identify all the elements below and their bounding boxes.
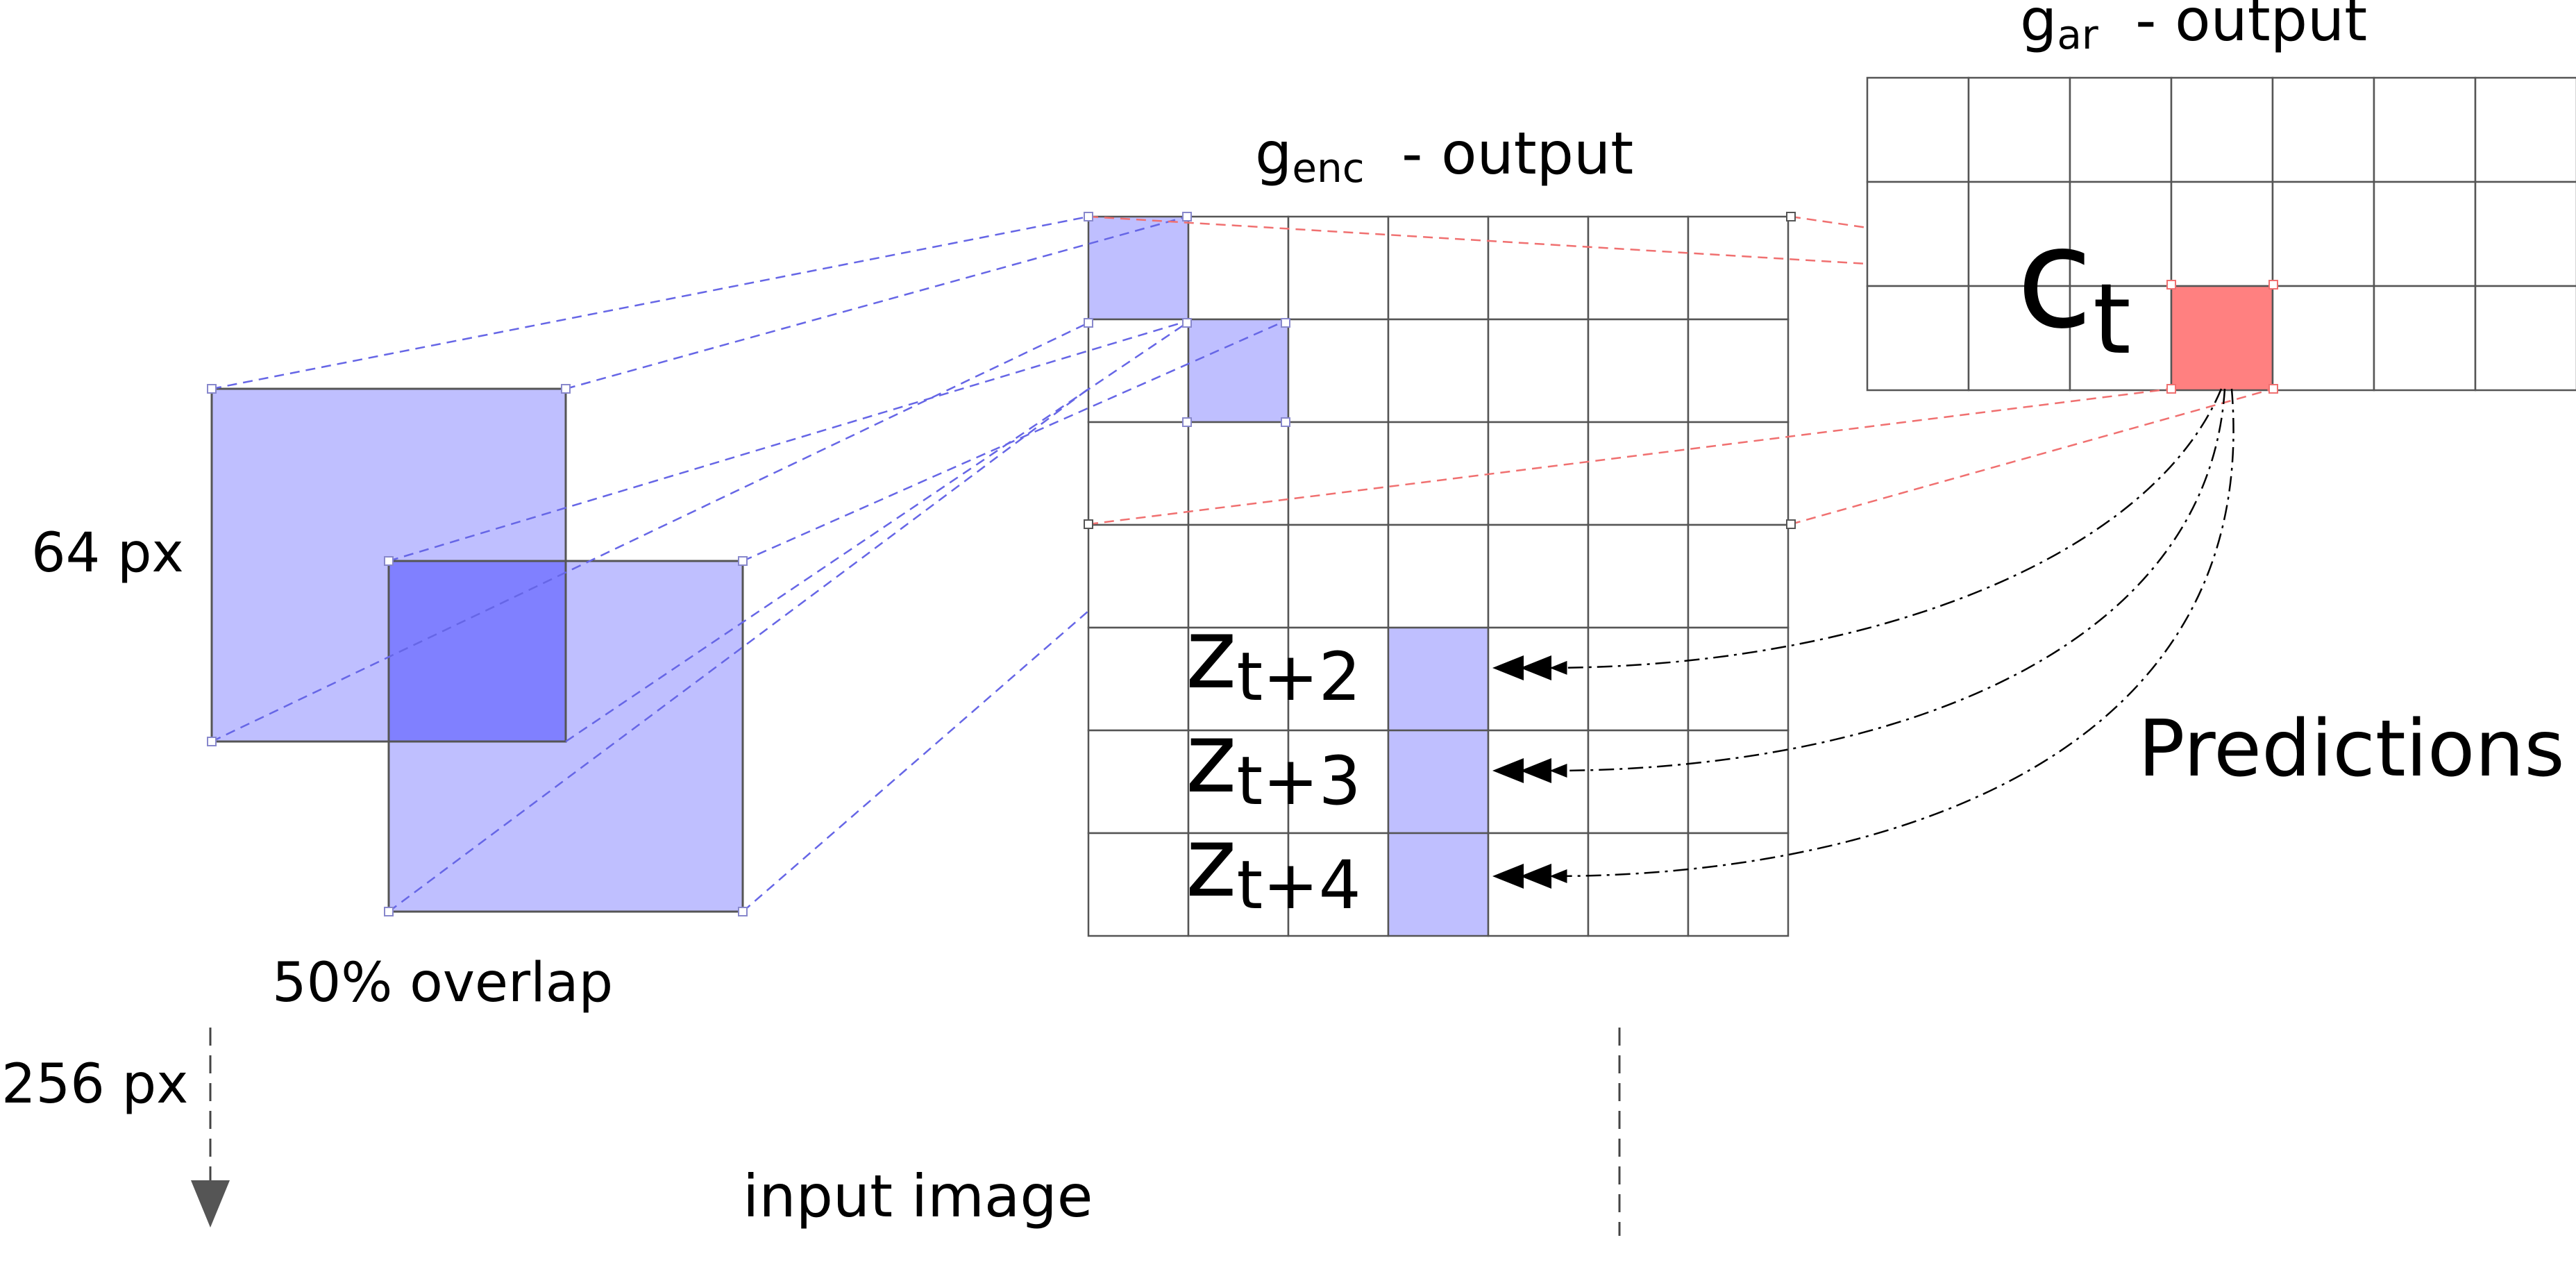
grid-cell: [1187, 729, 1290, 835]
grid-cell: [1187, 421, 1290, 526]
grid-cell: [1866, 181, 1970, 287]
grid-cell: [2069, 181, 2173, 287]
predictions-label: Predictions: [2138, 704, 2565, 794]
grid-cell: [1287, 832, 1390, 937]
grid-cell: [1187, 832, 1290, 937]
grid-cell: [1687, 832, 1790, 937]
encoder-output-grid: [1087, 215, 1790, 937]
grid-cell: [1287, 523, 1390, 629]
grid-cell: [1487, 318, 1590, 424]
image-extent-guides: [209, 1028, 1621, 1236]
grid-cell: [1087, 729, 1190, 835]
grid-cell: [2373, 181, 2477, 287]
latent-z-t4: zt+4: [1186, 806, 1361, 924]
grid-cell: [1687, 318, 1790, 424]
grid-cell: [1967, 76, 2071, 183]
context-receptive-lines: [1088, 215, 2274, 526]
corner-handles: [207, 212, 1290, 916]
input-image-label: input image: [743, 1162, 1093, 1230]
prediction-arrowheads: [1492, 655, 1551, 889]
grid-cell: [1967, 285, 2071, 392]
grid-cell: [1487, 215, 1590, 321]
grid-cell: [1187, 318, 1290, 424]
grid-cell: [1087, 421, 1190, 526]
grid-cell: [2170, 76, 2274, 183]
prediction-arrows: [1549, 388, 2234, 883]
encoder-title: genc - output: [1255, 119, 1633, 192]
grid-cell: [2474, 181, 2576, 287]
grid-cell: [2271, 181, 2375, 287]
ar-output-grid: [1866, 76, 2576, 392]
grid-cell: [2069, 76, 2173, 183]
ar-title: gar - output: [2020, 0, 2367, 58]
grid-cell: [2271, 76, 2375, 183]
grid-cell: [1487, 523, 1590, 629]
grid-cell: [1587, 523, 1690, 629]
grid-cell: [1866, 285, 1970, 392]
image-size-label: 256 px: [1, 1053, 188, 1116]
grid-cell: [1687, 729, 1790, 835]
grid-cell: [1087, 832, 1190, 937]
grid-cell: [1187, 523, 1290, 629]
input-patches: [210, 387, 744, 913]
grid-cell: [1487, 832, 1590, 937]
grid-cell: [2069, 285, 2173, 392]
grid-cell: [1287, 318, 1390, 424]
grid-cell: [1587, 626, 1690, 732]
grid-cell: [1287, 421, 1390, 526]
grid-cell: [2373, 285, 2477, 392]
grid-cell: [1387, 626, 1490, 732]
grid-cell: [1687, 626, 1790, 732]
grid-cell: [1387, 318, 1490, 424]
down-arrow-icon: [191, 1180, 230, 1228]
patch-overlap: [387, 560, 567, 743]
grid-cell: [2474, 76, 2576, 183]
overlap-label: 50% overlap: [272, 952, 613, 1014]
grid-cell: [1487, 729, 1590, 835]
grid-cell: [1287, 729, 1390, 835]
grid-cell: [1387, 215, 1490, 321]
grid-cell: [1387, 832, 1490, 937]
grid-cell: [1687, 523, 1790, 629]
grid-cell: [2170, 181, 2274, 287]
grid-cell: [1587, 318, 1690, 424]
grid-cell: [1587, 215, 1690, 321]
grid-cell: [1187, 215, 1290, 321]
grid-cell: [1087, 523, 1190, 629]
grid-cell: [1087, 626, 1190, 732]
latent-z-t3: zt+3: [1186, 702, 1361, 820]
grid-cell: [1587, 832, 1690, 937]
grid-cell: [2474, 285, 2576, 392]
grid-cell: [1387, 523, 1490, 629]
grid-cell: [1287, 215, 1390, 321]
encoder-projection-lines: [211, 215, 1286, 913]
latent-z-t2: zt+2: [1186, 598, 1361, 716]
grid-cell: [2271, 285, 2375, 392]
corner-handles-red: [2166, 280, 2278, 394]
grid-cell: [1687, 215, 1790, 321]
grid-cell: [1866, 76, 1970, 183]
patch-size-label: 64 px: [31, 522, 184, 585]
corner-handles-gray: [1084, 212, 1796, 529]
context-label: ct: [2017, 198, 2131, 376]
grid-cell: [1587, 421, 1690, 526]
grid-cell: [1487, 421, 1590, 526]
grid-cell: [1387, 729, 1490, 835]
grid-cell: [2170, 285, 2274, 392]
grid-cell: [1587, 729, 1690, 835]
grid-cell: [1387, 421, 1490, 526]
grid-cell: [1487, 626, 1590, 732]
grid-cell: [1087, 215, 1190, 321]
grid-cell: [2373, 76, 2477, 183]
grid-cell: [1687, 421, 1790, 526]
